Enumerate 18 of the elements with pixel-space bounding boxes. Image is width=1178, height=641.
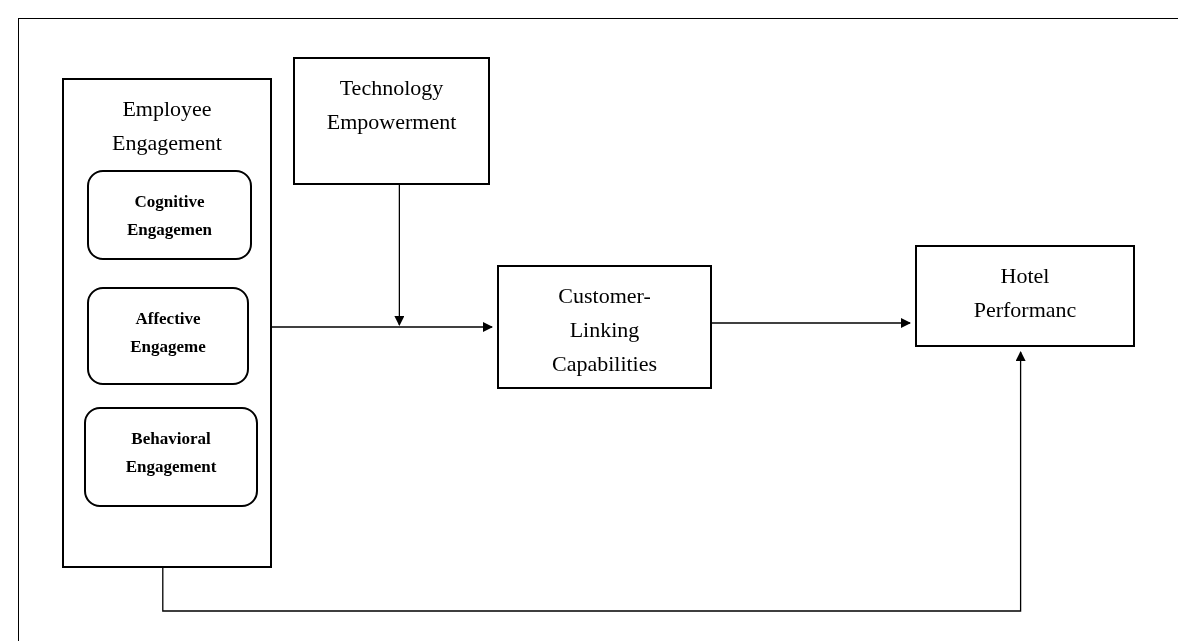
rounded-box — [87, 170, 252, 260]
box — [497, 265, 712, 389]
node-label: Hotel Performanc — [972, 262, 1078, 324]
arrow — [271, 322, 493, 332]
node-label: Technology Empowerment — [325, 74, 458, 136]
node-label: Customer- Linking Capabilities — [550, 282, 659, 378]
sub-label: Behavioral Engagement — [124, 428, 218, 478]
arrow — [162, 351, 1026, 612]
box — [915, 245, 1135, 347]
arrow — [394, 184, 405, 326]
sub-label: Affective Engageme — [129, 308, 207, 358]
rounded-box — [84, 407, 258, 507]
box — [293, 57, 490, 185]
rounded-box — [87, 287, 249, 385]
arrow — [711, 318, 911, 328]
box — [62, 78, 272, 568]
node-label: Employee Engagement — [111, 95, 223, 157]
sub-label: Cognitive Engagemen — [126, 191, 213, 241]
